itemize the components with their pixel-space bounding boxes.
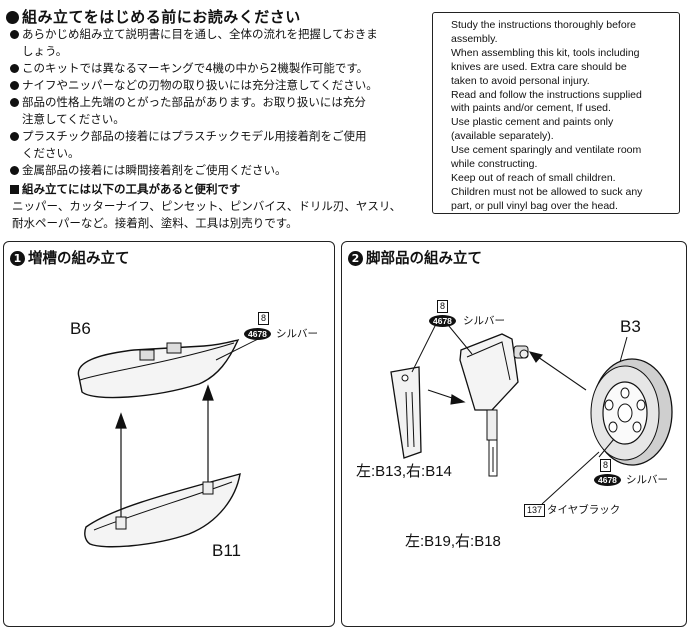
leg-door-part — [390, 366, 422, 459]
jp-note: プラスチック部品の接着にはプラスチックモデル用接着剤をご使用 — [10, 128, 378, 145]
part-strut-label: 左:B19,右:B18 — [405, 533, 501, 550]
jp-note: あらかじめ組み立て説明書に目を通し、全体の流れを把握しておきま — [10, 26, 378, 43]
english-note: part, or pull vinyl bag over the head. — [451, 199, 618, 212]
jp-note: 注意してください。 — [22, 112, 125, 126]
paint-number: 8 — [600, 459, 612, 472]
step2-paint-code-row: 4678 シルバー — [429, 309, 505, 328]
assembly-arrows — [427, 351, 587, 405]
paint-name: シルバー — [626, 474, 669, 486]
bullet-icon — [10, 81, 19, 90]
bullet-icon — [10, 132, 19, 141]
paint-name: シルバー — [463, 315, 506, 327]
english-notes-box: Study the instructions thoroughly before… — [432, 12, 680, 214]
bullet-icon — [6, 11, 19, 24]
english-note: with paints and/or cement, If used. — [451, 102, 611, 115]
paint-code-badge: 4678 — [244, 328, 271, 340]
paint-pointer-line — [215, 338, 259, 361]
wheel-paint-code-row: 4678 シルバー — [594, 468, 668, 487]
strut-part — [459, 333, 529, 477]
jp-note: 金属部品の接着には瞬間接着剤をご使用ください。 — [10, 162, 378, 179]
step2-number: 2 — [348, 251, 363, 266]
landing-gear-diagram — [390, 319, 673, 505]
tank-top-part — [77, 338, 240, 399]
paint-code-badge: 4678 — [429, 315, 456, 327]
step1-paint-code-row: 4678 シルバー — [244, 322, 318, 341]
instructions-title: 組み立てをはじめる前にお読みください — [6, 6, 301, 27]
jp-notes: あらかじめ組み立て説明書に目を通し、全体の流れを把握しておきま しょう。 このキ… — [10, 26, 378, 179]
tools-heading: 組み立てには以下の工具があると便利です — [10, 181, 401, 198]
english-note: knives are used. Extra care should be — [451, 60, 627, 73]
paint-name: シルバー — [276, 328, 319, 340]
tools-line: 耐水ペーパーなど。接着剤、塗料、工具は別売りです。 — [12, 216, 298, 230]
bullet-icon — [10, 30, 19, 39]
part-b11-label: B11 — [212, 541, 241, 560]
step1-paint-callout: 8 — [244, 306, 270, 325]
step1-number: 1 — [10, 251, 25, 266]
english-note: (available separately). — [451, 130, 554, 143]
english-note: taken to avoid personal injury. — [451, 74, 590, 87]
step2-title-text: 脚部品の組み立て — [366, 251, 482, 267]
tank-bottom-part — [84, 473, 241, 548]
english-note: Use cement sparingly and ventilate room — [451, 144, 642, 157]
english-note: Read and follow the instructions supplie… — [451, 88, 642, 101]
english-note: Use plastic cement and paints only — [451, 116, 614, 129]
part-b6-label: B6 — [70, 319, 91, 338]
jp-note: 部品の性格上先端のとがった部品があります。お取り扱いには充分 — [10, 94, 378, 111]
english-note: assembly. — [451, 32, 498, 45]
wheel-part — [590, 358, 673, 466]
paint-number: 137 — [524, 504, 546, 517]
paint-name: タイヤブラック — [547, 504, 621, 516]
tools-section: 組み立てには以下の工具があると便利です ニッパー、カッターナイフ、ピンセット、ピ… — [10, 181, 401, 232]
bullet-icon — [10, 98, 19, 107]
paint-number: 8 — [258, 312, 270, 325]
english-note: When assembling this kit, tools includin… — [451, 46, 640, 59]
jp-note: しょう。 — [22, 44, 68, 58]
bullet-icon — [10, 166, 19, 175]
step1-title-text: 増槽の組み立て — [28, 251, 130, 267]
instructions-title-text: 組み立てをはじめる前にお読みください — [22, 8, 301, 26]
square-bullet-icon — [10, 185, 19, 194]
english-note: Study the instructions thoroughly before — [451, 19, 637, 31]
part-b3-label: B3 — [620, 317, 641, 336]
bullet-icon — [10, 64, 19, 73]
jp-note: ナイフやニッパーなどの刃物の取り扱いには充分注意してください。 — [10, 77, 378, 94]
paint-number: 8 — [437, 300, 449, 313]
part-leg-door-label: 左:B13,右:B14 — [356, 463, 452, 480]
step2-paint-callout: 8 — [437, 294, 449, 313]
paint-code-badge: 4678 — [594, 474, 621, 486]
english-note: Keep out of reach of small children. — [451, 171, 616, 184]
english-note: while constructing. — [451, 158, 538, 171]
tools-line: ニッパー、カッターナイフ、ピンセット、ピンバイス、ドリル刃、ヤスリ、 — [12, 199, 402, 213]
jp-note: このキットでは異なるマーキングで4機の中から2機製作可能です。 — [10, 60, 378, 77]
jp-note: ください。 — [22, 146, 80, 160]
english-note: Children must not be allowed to suck any — [451, 185, 643, 198]
assembly-arrows — [115, 384, 214, 517]
wheel-paint-callout: 8 — [600, 453, 612, 472]
drop-tank-diagram — [77, 338, 259, 548]
